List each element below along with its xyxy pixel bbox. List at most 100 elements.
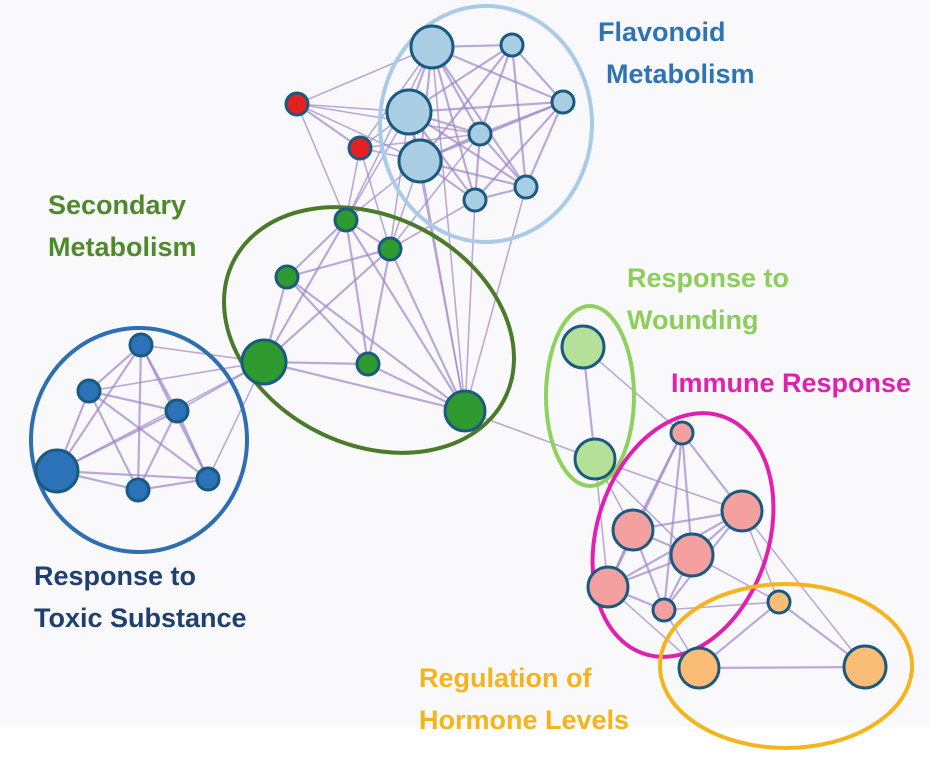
cluster-ring-immune [590,411,776,659]
edge-s1-s3 [286,219,347,278]
edge-t1-t4 [56,344,142,472]
edge-s1-s6 [345,219,466,412]
edge-t2-t3 [88,389,178,413]
node-flavonoid-f6 [397,138,443,184]
node-immune-i5 [586,565,630,609]
label-wounding-line1: Response to [627,263,789,293]
label-flavonoid-line1: Flavonoid [598,17,726,47]
node-immune-i1 [669,420,695,446]
edge-i2-h3 [741,510,866,668]
edge-f5-s2 [389,133,481,250]
edge-f2-f6 [419,44,513,162]
edge-f2-f4 [511,44,564,103]
edge-f1-f8 [430,46,477,201]
label-flavonoid-line2: Metabolism [606,59,755,89]
cluster-ring-flavonoid [378,4,594,244]
edge-r1-f1 [296,46,433,105]
node-flavonoid-f8 [462,187,488,213]
edge-s2-s5 [366,248,392,365]
node-wounding-w1 [560,324,606,370]
node-unclustered-r1 [284,91,310,117]
label-wounding-line2: Wounding [627,305,758,335]
node-toxic-t3 [164,398,190,424]
node-toxic-t4 [34,448,80,494]
label-hormone-line2: Hormone Levels [419,705,629,735]
edge-r1-r2 [296,103,361,149]
cluster-ring-wounding [544,304,636,488]
node-hormone-h1 [766,589,792,615]
edge-f3-f4 [408,100,564,114]
edge-s3-s6 [286,276,466,412]
label-immune: Immune Response [671,368,911,398]
edge-s2-s3 [286,247,391,279]
node-hormone-h3 [842,644,888,690]
node-toxic-t5 [125,477,151,503]
edge-t3-t5 [137,410,178,491]
label-secondary-line1: Secondary [48,190,186,220]
node-secondary-s5 [355,351,381,377]
label-toxic: Response to Toxic Substance [34,561,247,633]
edge-h2-h3 [698,665,866,670]
edge-s2-s4 [263,248,391,363]
label-immune-line1: Immune Response [671,368,911,398]
cluster-ring-toxic [29,326,249,554]
label-secondary-line2: Metabolism [48,232,197,262]
node-layer [34,24,888,690]
edge-f4-f7 [524,101,565,188]
edge-r2-s2 [359,147,391,250]
node-secondary-s6 [443,389,487,433]
edge-r1-f6 [296,103,421,162]
node-immune-i4 [669,532,715,578]
node-flavonoid-f4 [550,89,576,115]
label-hormone: Regulation of Hormone Levels [419,663,629,735]
node-unclustered-r2 [347,135,373,161]
edge-i6-h1 [663,601,780,611]
edge-s1-s5 [344,219,370,365]
node-wounding-w2 [573,437,617,481]
node-flavonoid-f3 [385,88,433,136]
edge-t2-t6 [88,390,209,480]
edge-s6-w2 [464,410,596,460]
node-toxic-t2 [76,378,102,404]
label-flavonoid: Flavonoid Metabolism [598,17,755,89]
cluster-ring-hormone [658,582,914,750]
edge-f1-f4 [431,45,564,104]
node-flavonoid-f2 [499,32,525,58]
edge-r1-s1 [296,103,347,221]
node-secondary-s3 [274,264,300,290]
node-secondary-s4 [240,338,288,386]
node-immune-i2 [720,489,764,533]
node-hormone-h2 [677,646,721,690]
cluster-ring-secondary [222,205,516,455]
edge-f1-s1 [345,46,433,221]
node-secondary-s2 [377,236,403,262]
label-wounding: Response to Wounding [627,263,789,335]
node-secondary-s1 [333,207,359,233]
edge-s4-t2 [88,361,265,392]
node-immune-i3 [611,508,655,552]
node-toxic-t6 [195,466,221,492]
edge-f2-f5 [478,44,514,135]
edge-f2-f7 [510,44,528,188]
node-flavonoid-f5 [467,121,493,147]
edge-f4-f8 [474,101,564,201]
edge-f8-s6 [464,199,476,412]
edge-t1-t5 [136,344,143,491]
edge-f1-f7 [431,46,527,188]
edge-s2-s6 [389,248,466,412]
node-flavonoid-f7 [513,174,539,200]
label-toxic-line1: Response to [34,561,196,591]
edge-s3-s5 [286,276,369,365]
cluster-ring-layer [29,4,914,750]
edge-t4-t6 [56,469,209,481]
edge-s4-s6 [263,360,466,413]
label-toxic-line2: Toxic Substance [34,603,247,633]
edge-t2-t5 [88,390,139,491]
edge-f1-s6 [431,46,466,412]
node-immune-i6 [651,597,677,623]
label-hormone-line1: Regulation of [419,663,592,693]
node-flavonoid-f1 [409,24,455,70]
node-toxic-t1 [128,332,154,358]
